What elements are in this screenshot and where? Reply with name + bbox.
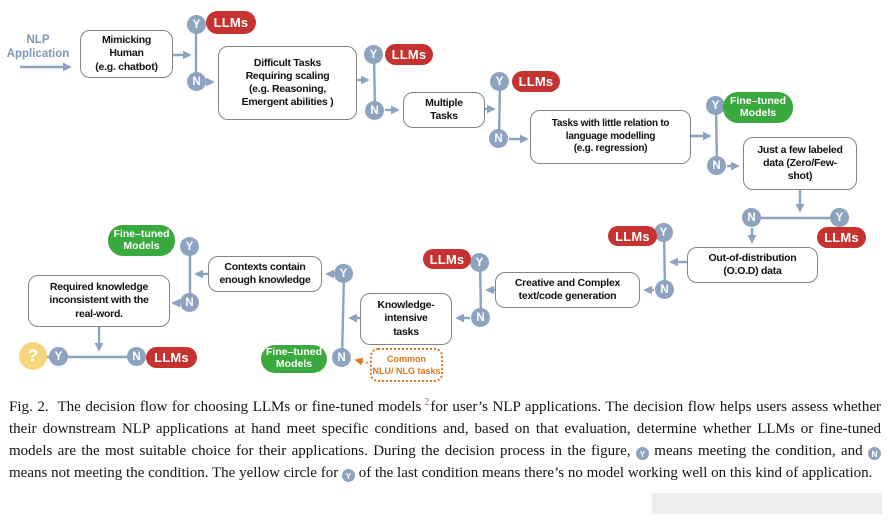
no-circle-2: N bbox=[365, 101, 384, 120]
node-contexts-knowledge: Contexts contain enough knowledge bbox=[208, 256, 322, 292]
yes-circle-10: Y bbox=[49, 347, 68, 366]
caption-text-4: means not meeting the condition. The yel… bbox=[9, 465, 339, 481]
figure-caption: Fig. 2. The decision flow for choosing L… bbox=[9, 396, 882, 484]
inline-no-icon: N bbox=[868, 447, 882, 461]
node-required-knowledge: Required knowledge inconsistent with the… bbox=[28, 275, 170, 327]
llms-badge-2: LLMs bbox=[385, 44, 433, 65]
node-mimicking-human: Mimicking Human (e.g. chatbot) bbox=[80, 30, 173, 78]
caption-text-1: The decision flow for choosing LLMs or f… bbox=[57, 399, 422, 415]
yes-circle-7: Y bbox=[470, 253, 489, 272]
llms-badge-5: LLMs bbox=[608, 226, 657, 246]
caption-text-2: for user’s NLP applications. The decisio… bbox=[9, 399, 881, 459]
yes-circle-9: Y bbox=[180, 237, 199, 256]
no-circle-7: N bbox=[471, 308, 490, 327]
node-multiple-tasks: Multiple Tasks bbox=[403, 92, 485, 128]
fine-tuned-badge-3: Fine–tuned Models bbox=[108, 225, 175, 256]
yes-circle-1: Y bbox=[187, 15, 206, 34]
yes-circle-3: Y bbox=[490, 72, 509, 91]
common-nlu-nlg-note: Common NLU/ NLG tasks bbox=[370, 348, 443, 382]
node-difficult-tasks: Difficult Tasks Requiring scaling (e.g. … bbox=[218, 46, 357, 120]
no-circle-9: N bbox=[180, 293, 199, 312]
llms-badge-6: LLMs bbox=[423, 249, 471, 269]
yes-circle-8: Y bbox=[334, 264, 353, 283]
node-creative-complex: Creative and Complex text/code generatio… bbox=[495, 272, 640, 308]
yes-circle-5: Y bbox=[830, 208, 849, 227]
fine-tuned-badge-1: Fine–tuned Models bbox=[723, 92, 793, 123]
caption-text-5: of the last condition means there’s no m… bbox=[358, 465, 873, 481]
nlp-application-label: NLP Application bbox=[6, 34, 70, 61]
llms-badge-3: LLMs bbox=[512, 71, 560, 92]
no-circle-1: N bbox=[187, 72, 206, 91]
llms-badge-7: LLMs bbox=[146, 347, 197, 368]
node-knowledge-intensive: Knowledge- intensive tasks bbox=[360, 293, 452, 345]
flow-connectors bbox=[20, 24, 840, 366]
yes-circle-6: Y bbox=[654, 223, 673, 242]
selection-artifact bbox=[652, 493, 882, 514]
node-little-relation: Tasks with little relation to language m… bbox=[530, 110, 691, 164]
no-circle-3: N bbox=[489, 129, 508, 148]
no-circle-5: N bbox=[742, 208, 761, 227]
yes-circle-2: Y bbox=[364, 45, 383, 64]
question-circle: ? bbox=[19, 342, 47, 370]
no-circle-8: N bbox=[332, 348, 351, 367]
inline-yes-icon-2: Y bbox=[341, 469, 355, 483]
caption-text-3: means meeting the condition, and bbox=[654, 443, 863, 459]
inline-yes-icon-1: Y bbox=[635, 447, 649, 461]
no-circle-10: N bbox=[127, 347, 146, 366]
llms-badge-1: LLMs bbox=[206, 11, 256, 34]
fine-tuned-badge-2: Fine–tuned Models bbox=[261, 345, 327, 373]
no-circle-4: N bbox=[707, 156, 726, 175]
node-ood-data: Out-of-distribution (O.O.D) data bbox=[687, 247, 818, 283]
caption-footnote-marker: 2 bbox=[424, 397, 430, 408]
figure-canvas: NLP Application Mimicking Human (e.g. ch… bbox=[6, 11, 866, 382]
node-few-labeled-data: Just a few labeled data (Zero/Few- shot) bbox=[743, 137, 857, 190]
yes-circle-4: Y bbox=[706, 96, 725, 115]
caption-fig-label: Fig. 2. bbox=[9, 399, 49, 415]
llms-badge-4: LLMs bbox=[817, 227, 866, 248]
no-circle-6: N bbox=[655, 280, 674, 299]
